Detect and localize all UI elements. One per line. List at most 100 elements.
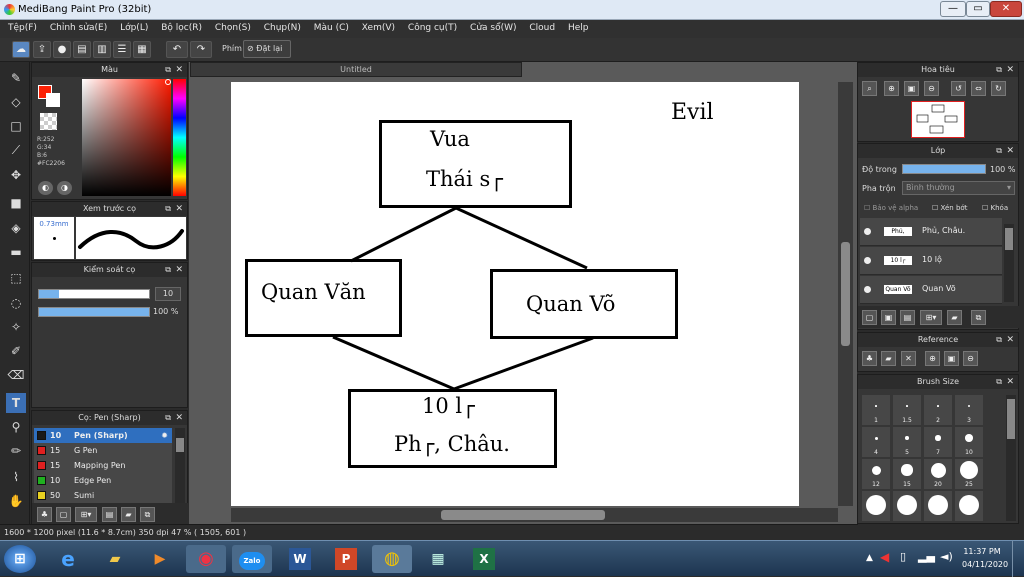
brush-size-preset[interactable]: 4 xyxy=(862,427,890,457)
hand-tool-icon[interactable]: ✋ xyxy=(8,494,24,508)
media-player-icon[interactable]: ▶ xyxy=(154,551,166,567)
comment-icon[interactable]: ● xyxy=(53,41,71,58)
add-layer-menu-icon[interactable]: ⊞▾ xyxy=(920,310,942,325)
undo-icon[interactable]: ↶ xyxy=(166,41,188,58)
new-layer-icon[interactable]: ▢ xyxy=(862,310,877,325)
swap-icon[interactable]: ◑ xyxy=(57,181,72,195)
clip-checkbox[interactable]: ☐ Xén bớt xyxy=(932,204,968,212)
share-icon[interactable]: ⇪ xyxy=(33,41,51,58)
powerpoint-icon[interactable]: P xyxy=(326,545,366,573)
brush-doc-icon[interactable]: ▤ xyxy=(102,507,117,522)
brush-list-scrollbar[interactable] xyxy=(175,428,185,503)
close-icon[interactable]: ✕ xyxy=(175,265,183,275)
navigator-thumbnail[interactable] xyxy=(911,101,965,138)
menu-help[interactable]: Help xyxy=(567,23,589,33)
cloud-brush-icon[interactable]: ♣ xyxy=(37,507,52,522)
bucket-tool-icon[interactable]: ◈ xyxy=(11,221,21,235)
excel-icon[interactable]: X xyxy=(464,545,504,573)
layer-duplicate-icon[interactable]: ⧉ xyxy=(971,310,986,325)
fill-rect-tool-icon[interactable]: ■ xyxy=(10,196,22,210)
zoom-in-icon[interactable]: ⊕ xyxy=(884,81,899,96)
volume-icon[interactable]: ◄) xyxy=(940,550,953,563)
text-tool-icon[interactable]: T xyxy=(6,393,26,413)
eye-icon[interactable] xyxy=(864,228,871,235)
hue-slider[interactable] xyxy=(173,79,186,196)
flip-icon[interactable]: ⇔ xyxy=(971,81,986,96)
protect-alpha-checkbox[interactable]: ☐ Bảo vệ alpha xyxy=(864,204,919,212)
reference-fit-icon[interactable]: ▣ xyxy=(944,351,959,366)
select-rect-tool-icon[interactable]: ⬚ xyxy=(10,271,22,285)
tray-arrow-icon[interactable]: ▲ xyxy=(866,553,873,563)
maximize-button[interactable]: ▭ xyxy=(966,1,990,17)
palette-icon[interactable]: ◐ xyxy=(38,181,53,195)
brush-size-preset[interactable]: 7 xyxy=(924,427,952,457)
horizontal-scrollbar[interactable] xyxy=(231,508,838,522)
lasso-tool-icon[interactable]: ◌ xyxy=(10,296,22,310)
menu-select[interactable]: Chọn(S) xyxy=(214,23,251,33)
brush-size-preset[interactable]: 1.5 xyxy=(893,395,921,425)
layer-folder-icon[interactable]: ▰ xyxy=(947,310,962,325)
close-icon[interactable]: ✕ xyxy=(1006,377,1014,387)
eye-icon[interactable] xyxy=(864,286,871,293)
menu-snap[interactable]: Chụp(N) xyxy=(263,23,301,33)
layer-opacity-slider[interactable] xyxy=(902,164,986,174)
vertical-scrollbar[interactable] xyxy=(838,82,853,506)
brush-size-preset[interactable]: 3 xyxy=(955,395,983,425)
add-brush-icon[interactable]: ⊞▾ xyxy=(75,507,97,522)
brush-size-preset[interactable]: 20 xyxy=(924,459,952,489)
brush-size-preset[interactable]: 25 xyxy=(955,459,983,489)
brush-tool-icon[interactable]: ✎ xyxy=(10,71,22,85)
menu-edit[interactable]: Chỉnh sửa(E) xyxy=(49,23,108,33)
list-icon[interactable]: ☰ xyxy=(113,41,131,58)
close-icon[interactable]: ✕ xyxy=(175,413,183,423)
menu-cloud[interactable]: Cloud xyxy=(529,23,556,33)
operation-tool-icon[interactable]: ⚲ xyxy=(11,420,21,434)
layer-row[interactable]: 10 l┌10 lộ xyxy=(860,247,1002,275)
divide-tool-icon[interactable]: ✏ xyxy=(10,444,22,458)
close-icon[interactable]: ✕ xyxy=(175,204,183,214)
magic-wand-tool-icon[interactable]: ✧ xyxy=(10,320,22,334)
chat-icon[interactable]: ▤ xyxy=(73,41,91,58)
explorer-icon[interactable]: ▰ xyxy=(109,551,121,567)
document-icon[interactable]: ▥ xyxy=(93,41,111,58)
expand-icon[interactable]: ⧉ xyxy=(165,65,171,74)
brush-size-preset[interactable]: 12 xyxy=(862,459,890,489)
opacity-slider[interactable] xyxy=(38,307,150,317)
menu-layer[interactable]: Lớp(L) xyxy=(120,23,149,33)
dot-tool-icon[interactable]: ⟋ xyxy=(11,143,21,157)
brush-size-scrollbar[interactable] xyxy=(1006,395,1016,521)
brush-size-preset[interactable]: 10 xyxy=(955,427,983,457)
expand-icon[interactable]: ⧉ xyxy=(996,65,1002,74)
reference-cloud-icon[interactable]: ♣ xyxy=(862,351,877,366)
expand-icon[interactable]: ⧉ xyxy=(165,413,171,422)
signal-icon[interactable]: ▂▄ xyxy=(918,550,935,563)
menu-file[interactable]: Tệp(F) xyxy=(8,23,37,33)
select-pen-tool-icon[interactable]: ✐ xyxy=(10,344,22,358)
new-brush-icon[interactable]: ▢ xyxy=(56,507,71,522)
menu-filter[interactable]: Bộ lọc(R) xyxy=(161,23,203,33)
eraser-tool-icon[interactable]: ◇ xyxy=(11,95,21,109)
close-icon[interactable]: ✕ xyxy=(175,65,183,75)
expand-icon[interactable]: ⧉ xyxy=(996,146,1002,155)
reset-button[interactable]: ⊘ Đặt lại xyxy=(243,40,291,58)
document-tab[interactable]: Untitled xyxy=(190,62,522,77)
blend-mode-select[interactable]: Bình thường▾ xyxy=(902,181,1015,195)
clock[interactable]: 11:37 PM 04/11/2020 xyxy=(962,545,1008,571)
size-slider[interactable] xyxy=(38,289,150,299)
minimize-button[interactable]: — xyxy=(940,1,966,17)
size-value[interactable]: 10 xyxy=(155,287,181,301)
eyedropper-tool-icon[interactable]: ⌇ xyxy=(13,470,19,484)
close-icon[interactable]: ✕ xyxy=(1006,65,1014,75)
close-icon[interactable]: ✕ xyxy=(1006,335,1014,345)
new-layer-doc-icon[interactable]: ▤ xyxy=(900,310,915,325)
expand-icon[interactable]: ⧉ xyxy=(996,377,1002,386)
open-folder-icon[interactable]: ▰ xyxy=(881,351,896,366)
folder-icon[interactable]: ▰ xyxy=(121,507,136,522)
cloud-icon[interactable]: ☁ xyxy=(12,41,30,58)
gear-icon[interactable]: ✹ xyxy=(161,431,168,440)
